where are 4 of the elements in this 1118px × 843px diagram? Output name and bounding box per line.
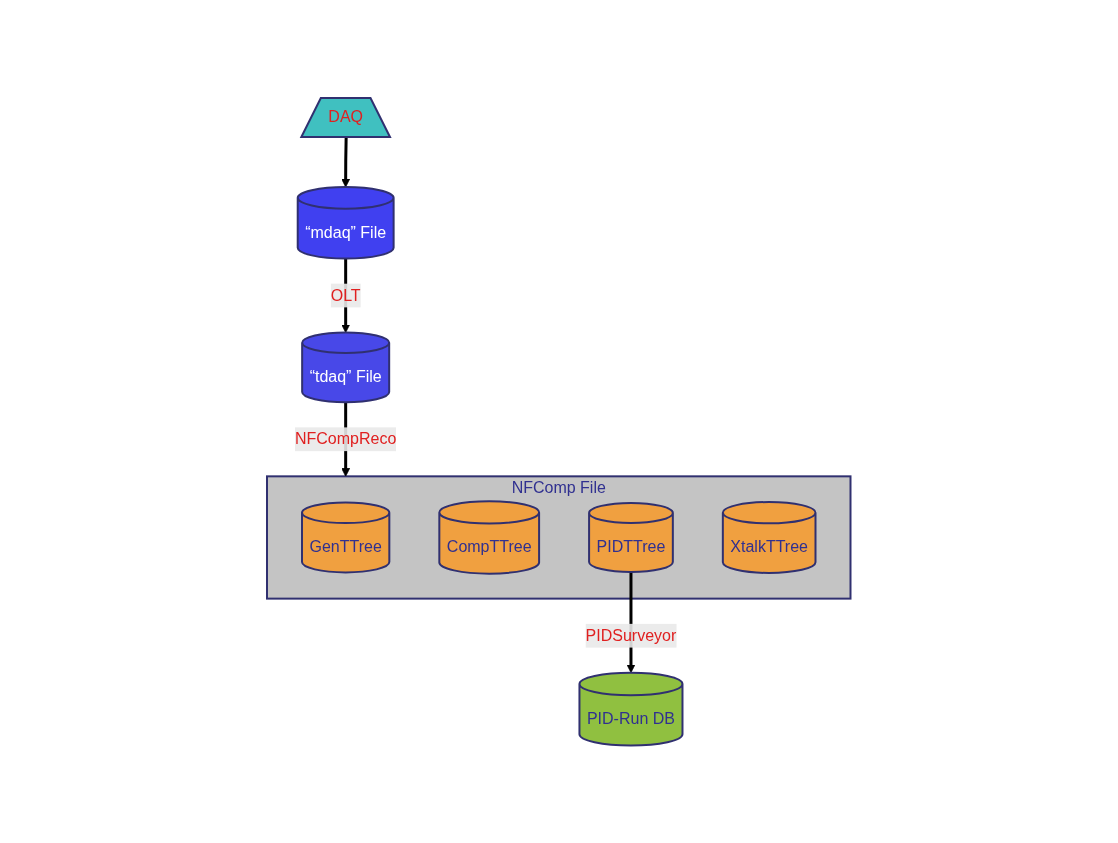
edge-label: NFCompReco [295,430,397,448]
edge-label: PIDSurveyor [585,626,677,644]
edge-label: OLT [330,286,361,304]
arrow [341,137,351,188]
